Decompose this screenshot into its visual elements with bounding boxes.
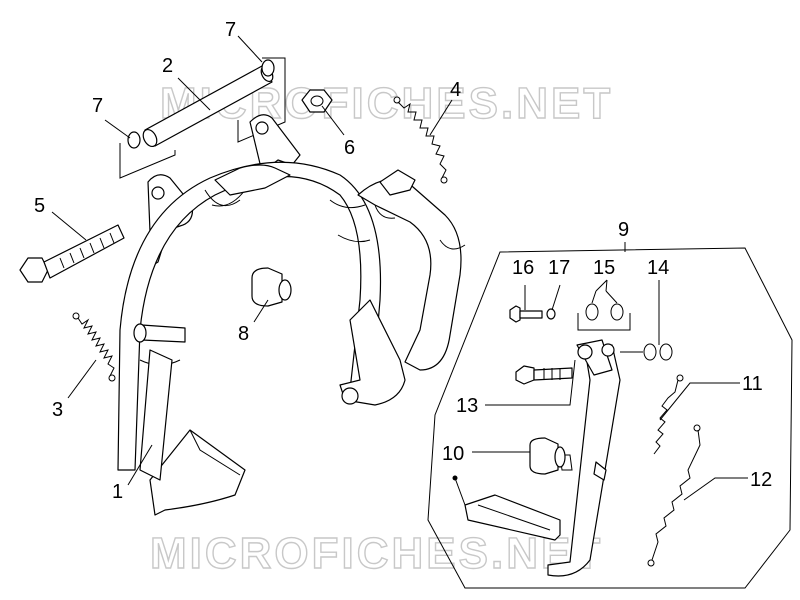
callout-2: 2 — [162, 55, 173, 77]
callout-14: 14 — [647, 257, 669, 279]
callout-5: 5 — [34, 195, 45, 217]
callout-9: 9 — [618, 219, 629, 241]
callout-12: 12 — [750, 469, 772, 491]
part-9-kit-boundary — [427, 247, 793, 589]
callout-15: 15 — [593, 257, 615, 279]
callout-8: 8 — [238, 323, 249, 345]
callout-1: 1 — [112, 481, 123, 503]
part-17-washer — [546, 308, 556, 320]
bracket-outline-left — [119, 143, 176, 179]
part-1-center-stand — [117, 114, 466, 516]
callout-10: 10 — [442, 443, 464, 465]
part-11-spring — [653, 374, 684, 455]
watermark-bottom: MICROFICHES.NET — [150, 529, 603, 578]
callout-16: 16 — [512, 257, 534, 279]
callout-labels: 1 2 3 4 5 6 7 7 8 9 10 11 12 13 14 15 16… — [34, 19, 772, 503]
callout-7-left: 7 — [92, 95, 103, 117]
callout-3: 3 — [52, 399, 63, 421]
part-10-bushing — [529, 437, 566, 475]
part-4-spring — [393, 96, 448, 184]
part-12-spring — [647, 424, 701, 567]
callout-11: 11 — [742, 373, 763, 395]
part-7-orings — [127, 59, 275, 149]
callout-17: 17 — [548, 257, 570, 279]
part-15-clip — [577, 290, 631, 331]
part-6-nut — [301, 89, 333, 113]
part-3-spring — [72, 312, 116, 382]
part-14-washers — [620, 343, 673, 361]
callout-6: 6 — [344, 137, 355, 159]
leader-lines — [51, 35, 748, 506]
bracket-outline-right — [237, 57, 286, 143]
part-16-screw — [509, 305, 543, 323]
side-stand — [515, 339, 621, 577]
callout-7-top: 7 — [225, 19, 236, 41]
callout-4: 4 — [450, 79, 461, 101]
callout-13: 13 — [456, 395, 478, 417]
part-8-bushing — [251, 267, 292, 307]
wire-bracket — [452, 475, 561, 541]
part-5-bolt — [19, 224, 125, 283]
